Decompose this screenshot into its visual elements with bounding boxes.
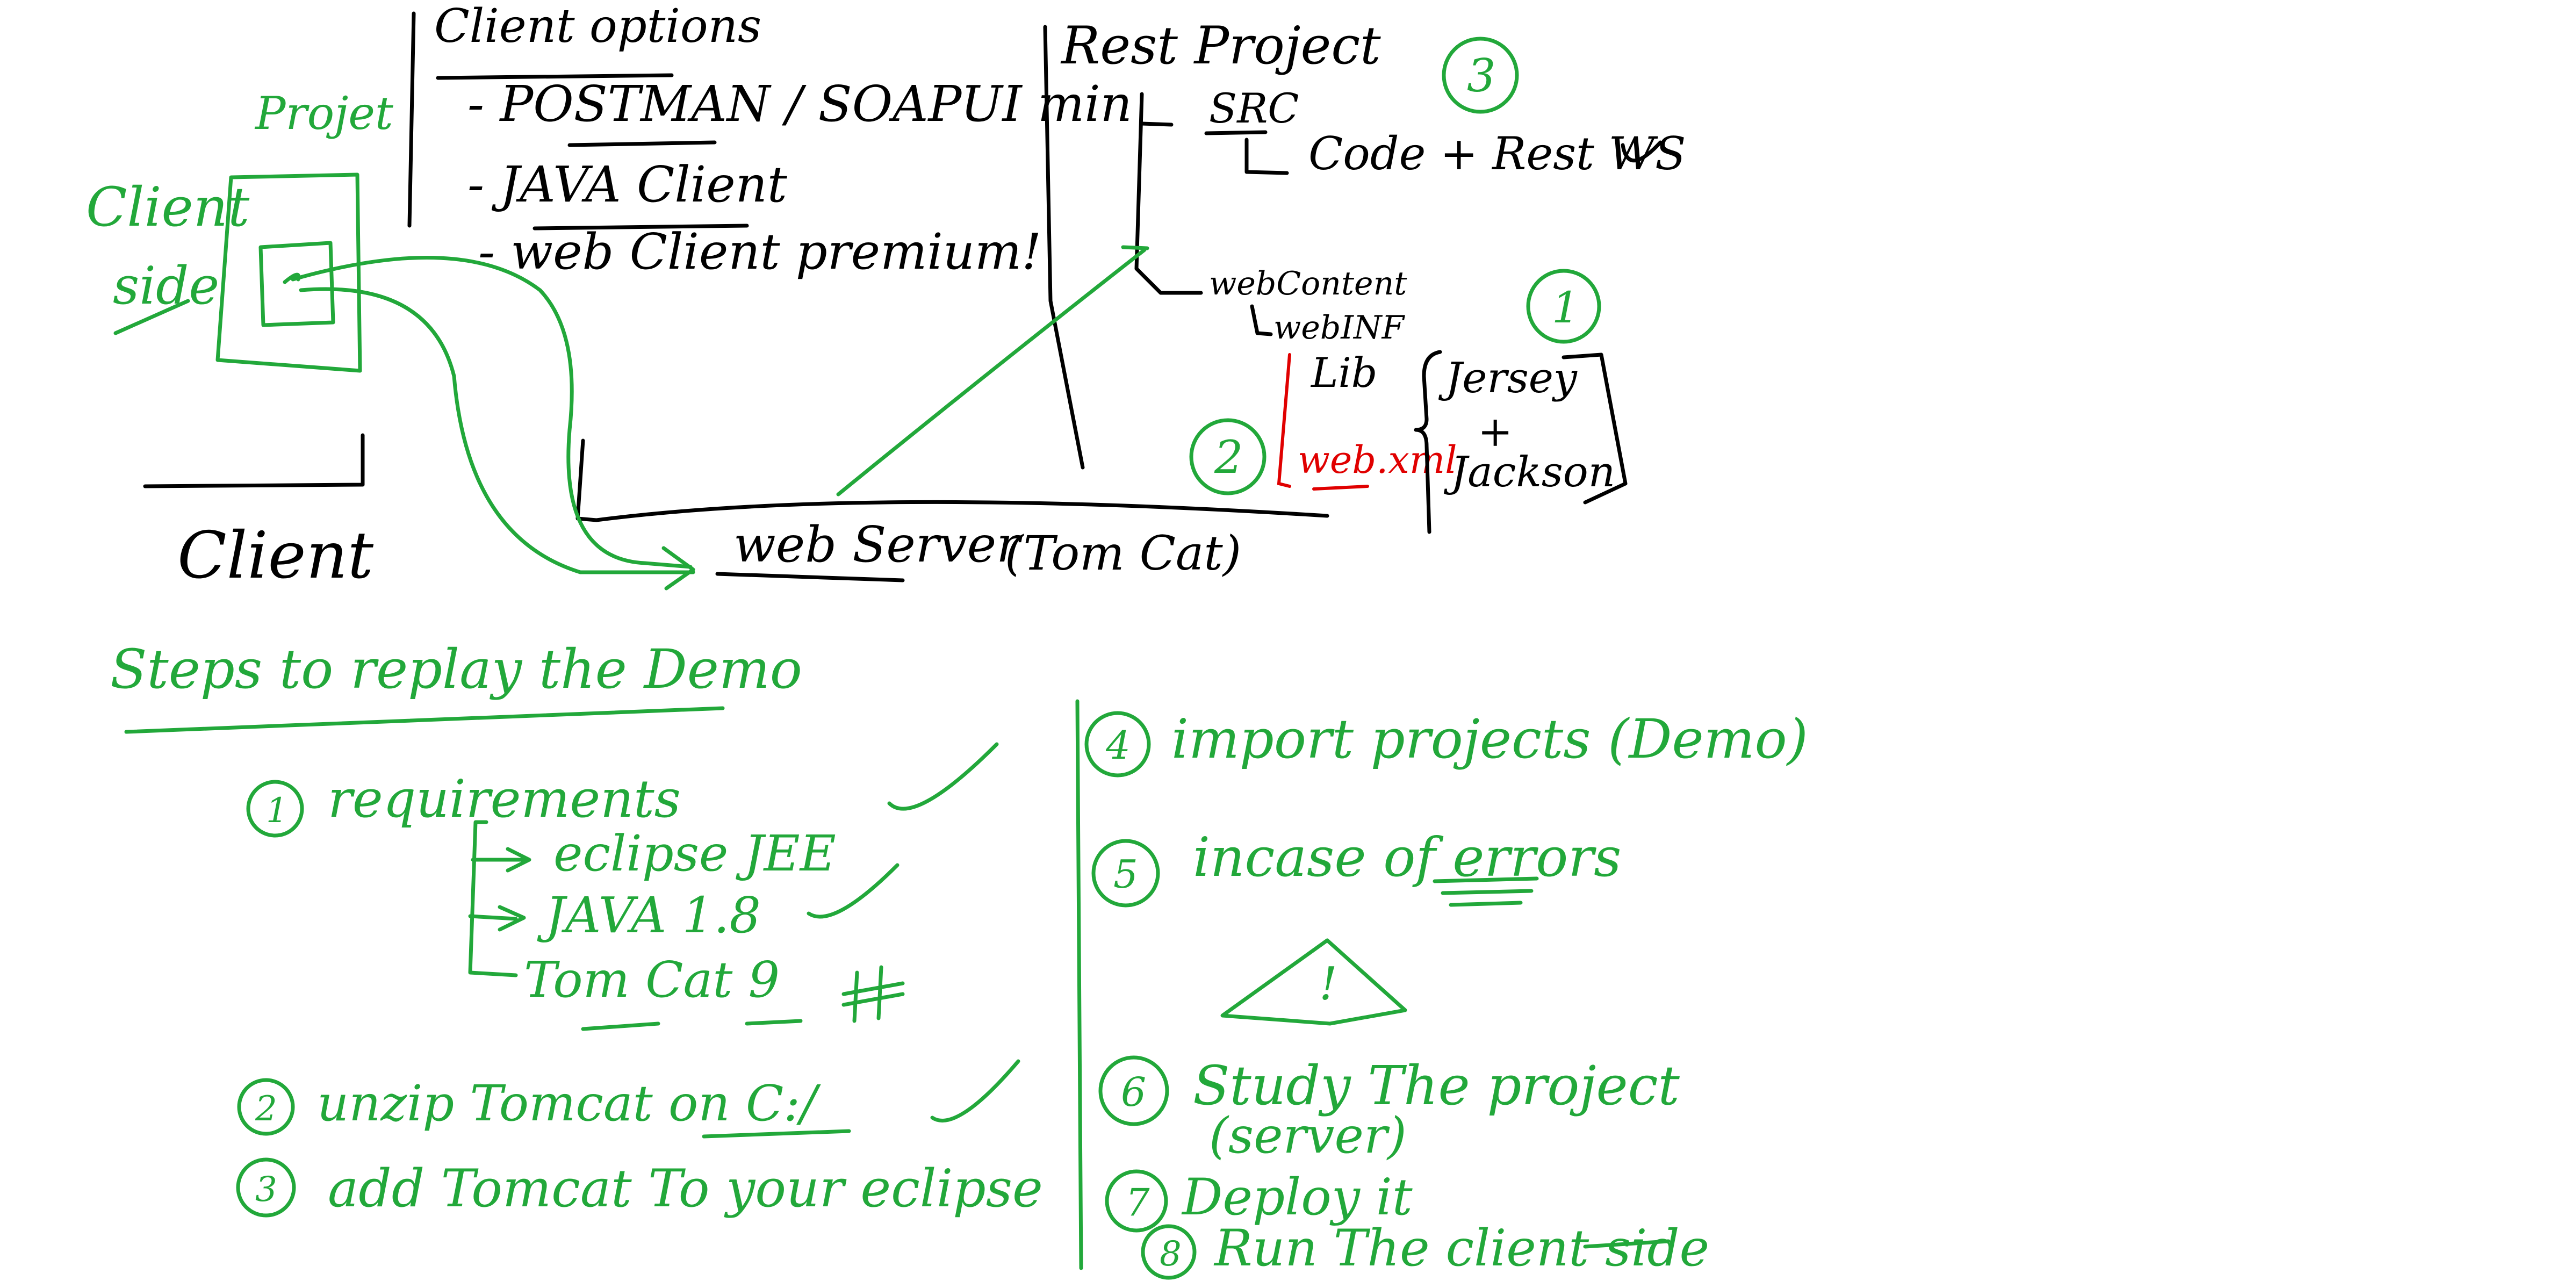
circle-2 [1189, 418, 1267, 495]
warning-mark: ! [1319, 958, 1337, 1010]
jersey-jackson-bracket [1562, 352, 1628, 505]
circle-1-label: 1 [1552, 283, 1579, 333]
code-rest-ws-label: Code + Rest WS [1308, 127, 1686, 180]
tomcat-9-underline [745, 1019, 803, 1026]
requirement-tomcat: Tom Cat 9 [524, 951, 780, 1009]
errors-triple-underline [1433, 876, 1539, 907]
step-1-label: requirements [328, 769, 681, 829]
client-option-3: - web Client premium! [478, 223, 1041, 280]
check-eclipse [887, 742, 999, 811]
client-box-line [143, 433, 365, 488]
step-4-circle [1084, 711, 1151, 778]
project-inner-box [258, 241, 335, 327]
step-7-text: Deploy it [1181, 1168, 1413, 1227]
step-5-text: incase of errors [1193, 826, 1621, 889]
requirement-java: JAVA 1.8 [537, 887, 761, 944]
option-2-overline [567, 140, 717, 147]
lib-curly-brace [1414, 350, 1442, 534]
step-2-text: unzip Tomcat on C:/ [317, 1075, 821, 1132]
deploy-thin-arrow [836, 248, 1147, 496]
step-4-text: import projects (Demo) [1171, 708, 1808, 771]
c-drive-underline [702, 1129, 851, 1139]
tree-branch-webcontent [1134, 92, 1203, 295]
step-8-text: Run The client side [1213, 1219, 1709, 1278]
webcontent-label: webContent [1209, 265, 1407, 303]
web-server-label: web Server [733, 516, 1023, 573]
code-check-mark [1621, 140, 1663, 163]
client-side-label-1: Client [86, 176, 250, 239]
request-flow-arrowhead [661, 546, 695, 591]
step-6-circle [1098, 1055, 1169, 1126]
web-server-underline [715, 572, 905, 582]
project-label: Projet [254, 87, 393, 140]
tomcat-label: (Tom Cat) [1005, 526, 1241, 581]
req-arrowhead-1 [506, 847, 531, 873]
client-option-2: - JAVA Client [467, 156, 788, 213]
step-6-number: 6 [1121, 1069, 1146, 1116]
requirement-eclipse: eclipse JEE [553, 825, 836, 882]
client-side-underline-step8 [1583, 1239, 1671, 1249]
circle-3 [1442, 37, 1519, 114]
request-flow-curve-2 [299, 287, 695, 574]
webxml-underline [1312, 485, 1369, 491]
client-option-1: - POSTMAN / SOAPUI min [467, 75, 1132, 133]
step-4-number: 4 [1105, 723, 1131, 768]
lib-label: Lib [1310, 349, 1377, 397]
option-3-overline [533, 224, 749, 231]
jackson-label: Jackson [1443, 448, 1615, 496]
step-7-number: 7 [1126, 1181, 1150, 1225]
steps-title-underline [124, 706, 725, 734]
rest-project-title: Rest Project [1060, 16, 1381, 76]
plus-label: + [1478, 408, 1513, 456]
tomcat-9-hatch-mark [841, 965, 905, 1023]
rest-project-vertical-line [1043, 25, 1085, 470]
webxml-label: web.xml [1298, 438, 1457, 482]
step-3-number: 3 [255, 1170, 277, 1210]
step-2-number: 2 [255, 1089, 277, 1129]
step-6-text: Study The project [1193, 1054, 1680, 1117]
step-7-circle [1105, 1169, 1168, 1233]
step-5-number: 5 [1113, 852, 1138, 897]
check-unzip [930, 1059, 1020, 1122]
request-flow-curve-1 [291, 256, 693, 569]
webinf-red-bracket [1277, 353, 1291, 488]
options-title-underline [436, 73, 674, 80]
client-side-label-2: side [113, 256, 219, 316]
steps-column-divider [1075, 699, 1083, 1270]
src-underline [1204, 130, 1268, 135]
requirements-tree [468, 820, 518, 977]
options-bracket-line [407, 11, 416, 228]
client-label: Client [177, 519, 374, 593]
steps-title: Steps to replay the Demo [110, 638, 802, 701]
tree-branch-src [1140, 121, 1174, 127]
step-5-circle [1091, 839, 1160, 908]
step-8-circle [1141, 1224, 1197, 1280]
webinf-branch [1250, 304, 1273, 336]
step-8-number: 8 [1160, 1234, 1182, 1274]
warning-triangle [1220, 938, 1407, 1026]
step-3-text: add Tomcat To your eclipse [328, 1158, 1043, 1219]
circle-1 [1526, 269, 1601, 344]
step-6-sub: (server) [1209, 1107, 1407, 1164]
client-options-title: Client options [434, 0, 761, 53]
deploy-thin-arrowhead [1121, 245, 1149, 250]
client-side-underline [113, 299, 190, 335]
src-label: SRC [1209, 84, 1299, 132]
src-to-code-arrow [1244, 138, 1289, 175]
circle-3-label: 3 [1467, 49, 1495, 102]
req-arrowhead-2 [498, 905, 526, 932]
jersey-label: Jersey [1438, 354, 1578, 402]
project-outer-box [215, 172, 362, 373]
step-1-number: 1 [266, 791, 288, 831]
requirements-branch-2 [468, 914, 518, 921]
webinf-label: webINF [1273, 309, 1405, 347]
circle-2-label: 2 [1214, 431, 1243, 484]
step-1-circle [246, 780, 304, 838]
check-java [807, 863, 900, 919]
step-2-circle [237, 1078, 295, 1136]
tomcat-underline [581, 1021, 660, 1031]
step-3-circle [236, 1157, 296, 1218]
web-server-line [575, 438, 1329, 522]
